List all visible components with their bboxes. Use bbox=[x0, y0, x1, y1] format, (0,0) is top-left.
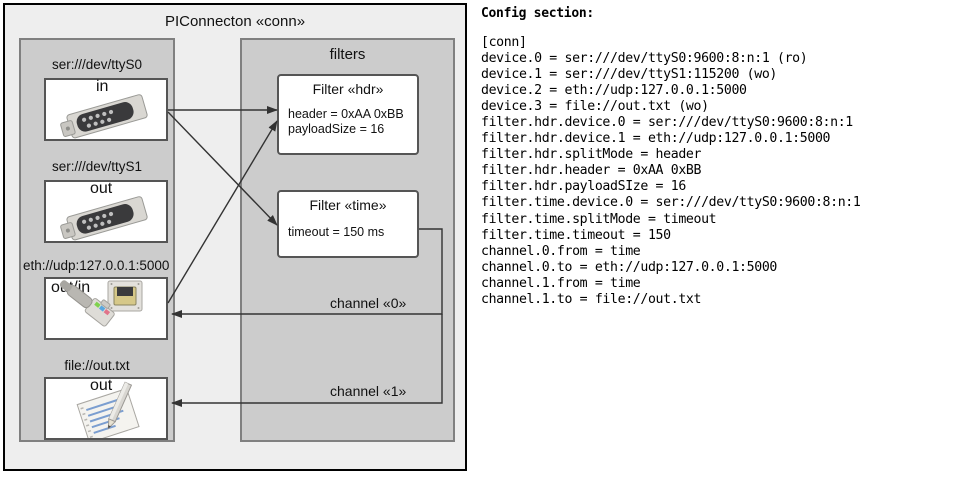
filters-panel-title: filters bbox=[329, 46, 366, 63]
filter-box-time[interactable]: Filter «time» timeout = 150 ms bbox=[277, 190, 419, 258]
config-section: Config section: [conn] device.0 = ser://… bbox=[481, 6, 961, 308]
device-box-1[interactable]: out bbox=[44, 180, 168, 243]
channel-label-1: channel «1» bbox=[330, 383, 407, 399]
device-box-0[interactable]: in bbox=[44, 78, 168, 141]
channel-label-0: channel «0» bbox=[330, 295, 407, 311]
connector-title: PIConnecton «conn» bbox=[164, 13, 306, 30]
config-text: [conn] device.0 = ser:///dev/ttyS0:9600:… bbox=[481, 35, 861, 307]
device-box-2[interactable]: out/in bbox=[44, 277, 168, 340]
device-direction-0: in bbox=[96, 78, 109, 95]
filter-title-time: Filter «time» bbox=[309, 197, 387, 213]
device-label-0: ser:///dev/ttyS0 bbox=[51, 57, 143, 72]
device-box-3[interactable]: out bbox=[44, 377, 168, 440]
serial-port-icon bbox=[60, 196, 148, 241]
device-label-3: file://out.txt bbox=[64, 358, 130, 373]
filter-title-hdr: Filter «hdr» bbox=[312, 81, 384, 97]
device-direction-1: out bbox=[90, 180, 113, 197]
filter-attr: timeout = 150 ms bbox=[288, 225, 385, 239]
filter-attr: payloadSize = 16 bbox=[288, 122, 385, 136]
filter-attr: header = 0xAA 0xBB bbox=[288, 107, 404, 121]
serial-port-icon bbox=[60, 94, 148, 139]
filter-box-hdr[interactable]: Filter «hdr» header = 0xAA 0xBB payloadS… bbox=[277, 74, 419, 155]
config-heading: Config section: bbox=[481, 6, 594, 21]
ethernet-jack-icon bbox=[59, 280, 143, 327]
text-file-icon bbox=[76, 381, 140, 438]
device-label-2: eth://udp:127.0.0.1:5000 bbox=[23, 258, 170, 273]
device-label-1: ser:///dev/ttyS1 bbox=[51, 159, 143, 174]
device-direction-3: out bbox=[90, 377, 113, 394]
